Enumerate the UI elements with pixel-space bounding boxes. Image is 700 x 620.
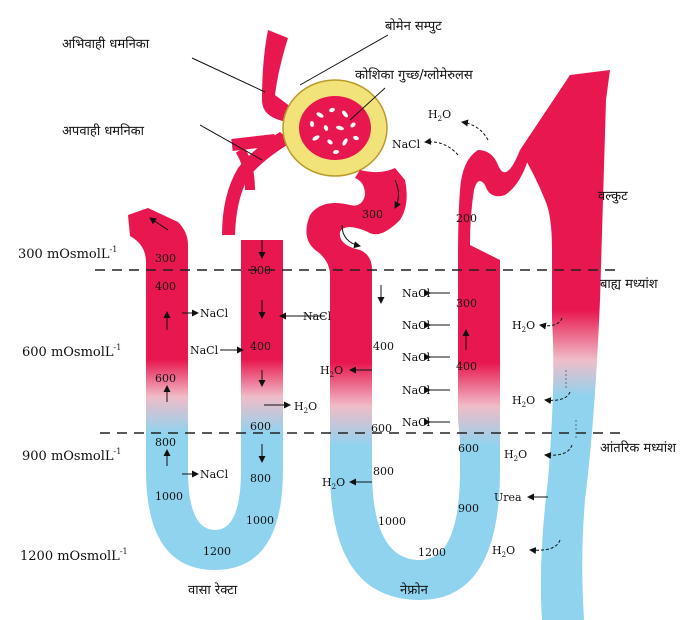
collecting-duct-exchange: H2O H2O H2O Urea H2O [492,317,577,559]
nacl-label: NaCl [200,307,229,320]
level-600: 600 mOsmolL-1 [22,343,121,360]
nephron-asc-value: 400 [456,360,477,373]
nacl-label: NaCl [402,319,431,332]
label-efferent-arteriole: अपवाही धमनिका [62,123,145,139]
nacl-label: NaCl [200,468,229,481]
nephron-descending-values: 400 600 800 1000 [371,340,406,528]
vr-right-value: 1000 [246,514,274,527]
nephron-asc-value: 600 [458,442,479,455]
nephron-asc-value: 300 [456,297,477,310]
nephron-exchange: NaCl NaCl NaCl NaCl NaCl H2O H2O NaCl H2… [320,108,489,491]
label-glomerulus: कोशिका गुच्छ/ग्लोमेरुलस [355,67,473,83]
afferent-arteriole [262,30,295,122]
vasa-recta-left-values: 300 400 600 800 1000 [155,252,183,503]
nephron-desc-value: 800 [373,465,394,478]
vr-right-value: 800 [250,472,271,485]
nephron-pct-value: 300 [362,208,383,221]
vr-left-value: 1000 [155,490,183,503]
nacl-label: NaCl [190,344,219,357]
vr-left-value: 600 [155,372,176,385]
vr-right-value: 600 [250,420,271,433]
nacl-label: NaCl [303,310,332,323]
glomerulus-capillaries [309,107,359,155]
level-300: 300 mOsmolL-1 [18,245,117,262]
label-nephron: नेफ्रोन [400,582,429,598]
nephron-desc-value: 400 [373,340,394,353]
urea-label: Urea [494,491,522,504]
h2o-label: H2O [512,394,535,409]
h2o-label: H2O [322,476,345,491]
nacl-label: NaCl [402,351,431,364]
h2o-label: H2O [428,108,451,123]
h2o-label: H2O [320,364,343,379]
vr-bottom-value: 1200 [203,545,231,558]
vasa-recta-right-values: 300 400 600 800 1000 [246,264,274,527]
label-vasa-recta: वासा रेक्टा [188,582,238,598]
vr-right-value: 300 [250,264,271,277]
vr-left-value: 300 [155,252,176,265]
level-1200: 1200 mOsmolL-1 [20,547,128,564]
nephron-tubule [306,150,528,600]
nephron-ascending-values: 300 400 600 900 [456,297,479,515]
nacl-label: NaCl [402,384,431,397]
nephron-desc-value: 600 [371,422,392,435]
collecting-duct [520,70,610,620]
level-900: 900 mOsmolL-1 [22,447,121,464]
h2o-label: H2O [492,544,515,559]
glomerulus [299,96,371,160]
label-inner-medulla: आंतरिक मध्यांश [600,440,677,456]
vasa-recta-tube [128,208,283,570]
label-cortex: वल्कुट [598,189,628,204]
vr-right-value: 400 [250,340,271,353]
nephron-bottom-value: 1200 [418,546,446,559]
h2o-label: H2O [294,400,317,415]
vasa-recta-exchange: NaCl NaCl NaCl H2O NaCl [182,307,332,481]
vr-left-value: 800 [155,436,176,449]
h2o-label: H2O [512,319,535,334]
nacl-label: NaCl [402,287,431,300]
label-bowman-capsule: बोमेन सम्पुट [385,18,442,34]
h2o-label: H2O [504,448,527,463]
vr-left-value: 400 [155,280,176,293]
nacl-label: NaCl [402,416,431,429]
label-afferent-arteriole: अभिवाही धमनिका [62,36,150,52]
nephron-desc-value: 1000 [378,515,406,528]
nephron-dct-value: 200 [456,212,477,225]
nacl-label: NaCl [392,138,421,151]
label-outer-medulla: बाह्य मध्यांश [600,277,659,292]
nephron-asc-value: 900 [458,502,479,515]
